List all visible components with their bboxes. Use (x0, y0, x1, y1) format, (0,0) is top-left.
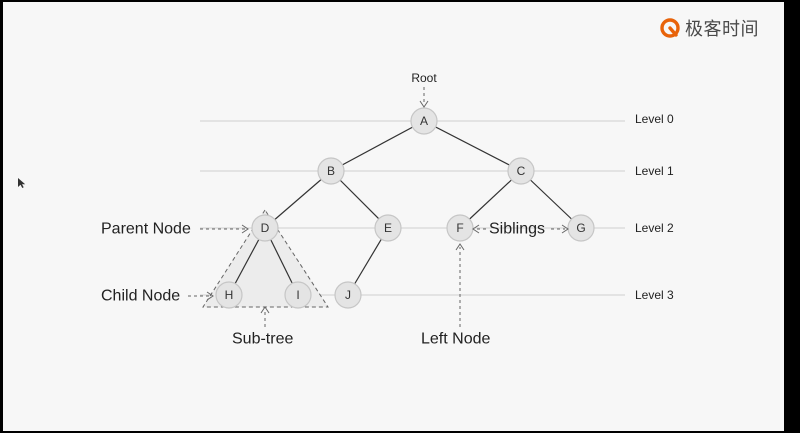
brand: 极客时间 (660, 15, 759, 41)
node-e-label: E (384, 221, 392, 235)
root-arrowhead (419, 100, 429, 108)
node-e: E (374, 214, 402, 242)
level-1-label: Level 1 (635, 164, 674, 178)
siblings-arrowhead-left (472, 224, 480, 234)
node-g: G (567, 214, 595, 242)
edge-c-g (520, 170, 582, 229)
node-i-label: I (296, 288, 299, 302)
edge-a-c (423, 120, 522, 172)
node-d-label: D (261, 221, 270, 235)
left-node-label: Left Node (421, 331, 490, 348)
parent-node-arrowhead (241, 224, 249, 234)
node-a: A (410, 107, 438, 135)
node-b: B (317, 157, 345, 185)
siblings-label: Siblings (489, 221, 545, 238)
node-h: H (215, 281, 243, 309)
sub-tree-label: Sub-tree (232, 331, 293, 348)
level-2-label: Level 2 (635, 221, 674, 235)
node-c: C (507, 157, 535, 185)
node-b-label: B (327, 164, 335, 178)
level-0-label: Level 0 (635, 112, 674, 126)
edge-a-b (330, 120, 425, 172)
node-c-label: C (517, 164, 526, 178)
node-j: J (334, 281, 362, 309)
sub-tree-arrowhead (260, 306, 270, 314)
node-i: I (284, 281, 312, 309)
left-node-arrowhead (455, 243, 465, 251)
node-g-label: G (576, 221, 585, 235)
level-3-label: Level 3 (635, 288, 674, 302)
node-a-label: A (420, 114, 428, 128)
parent-node-label: Parent Node (101, 221, 191, 238)
node-h-label: H (225, 288, 234, 302)
mouse-cursor-icon (18, 178, 26, 188)
root-label: Root (411, 71, 437, 85)
brand-logo-icon (660, 18, 680, 38)
child-node-label: Child Node (101, 288, 180, 305)
edge-b-d (264, 170, 332, 229)
edge-c-f (459, 170, 522, 229)
node-j-label: J (345, 288, 351, 302)
siblings-arrowhead-right (561, 224, 569, 234)
node-f: F (446, 214, 474, 242)
child-node-arrowhead (206, 291, 214, 301)
node-f-label: F (456, 221, 463, 235)
node-d: D (251, 214, 279, 242)
brand-name: 极客时间 (685, 19, 759, 40)
